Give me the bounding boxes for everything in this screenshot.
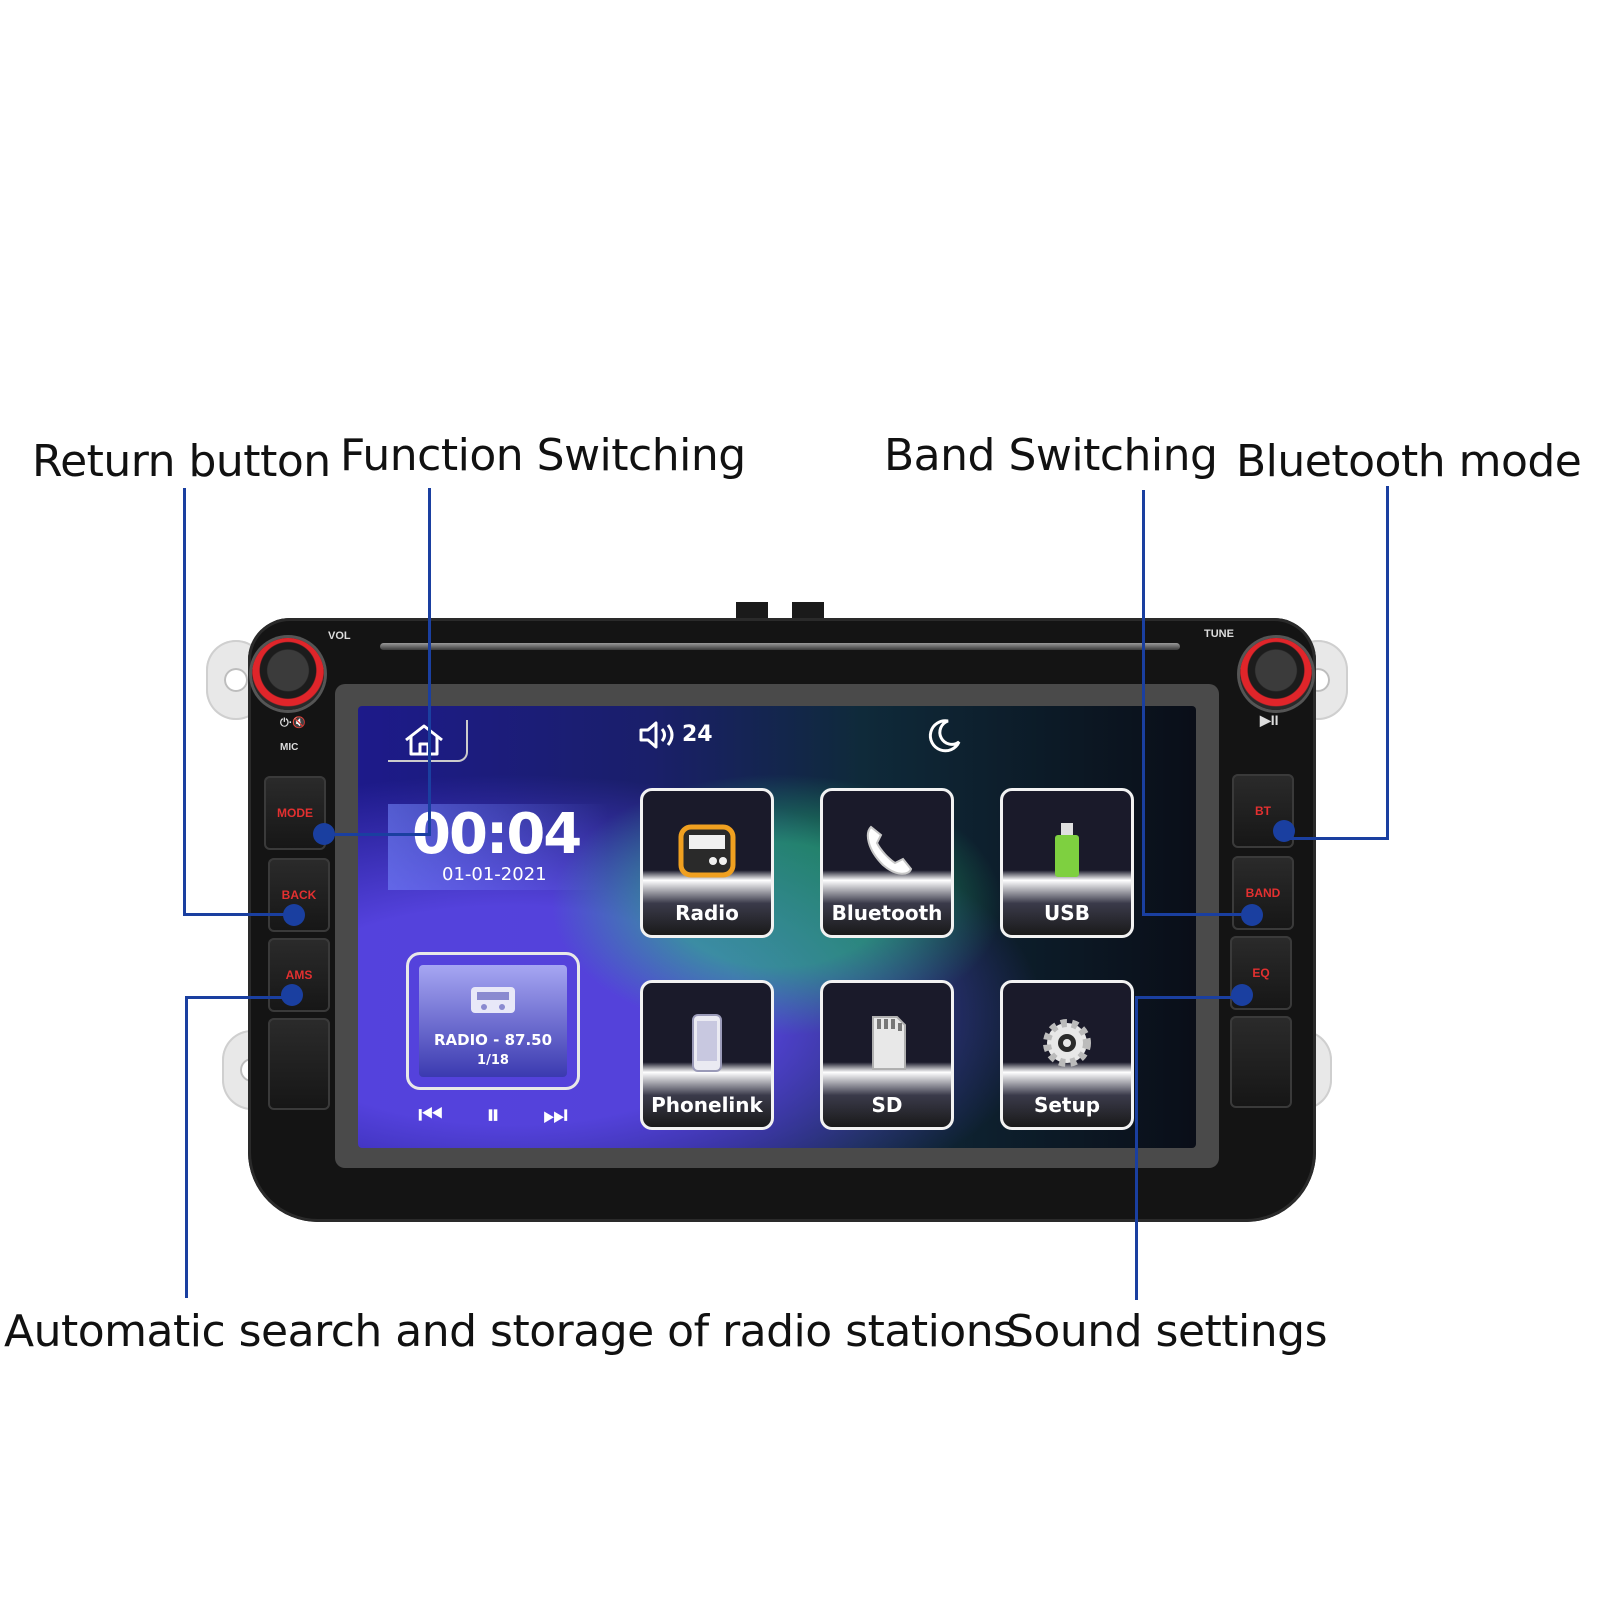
band-button-label: BAND xyxy=(1245,886,1281,900)
radio-station: RADIO - 87.50 xyxy=(433,1031,553,1049)
usb-drive-icon xyxy=(1055,823,1079,877)
ams-button-label: AMS xyxy=(285,968,313,982)
eq-button-label: EQ xyxy=(1252,966,1270,980)
tile-usb-label: USB xyxy=(1044,901,1090,925)
tile-bluetooth-label: Bluetooth xyxy=(831,901,943,925)
power-mute-label: ⏻·🔇 xyxy=(280,717,307,729)
leader-dot-ams xyxy=(281,984,303,1006)
leader-dot-bt xyxy=(1273,820,1295,842)
tile-phonelink[interactable]: Phonelink xyxy=(640,980,774,1130)
speaker-icon xyxy=(639,721,674,749)
leader-dot-back xyxy=(283,904,305,926)
tile-setup-label: Setup xyxy=(1033,1093,1101,1117)
tile-phonelink-label: Phonelink xyxy=(651,1093,763,1117)
mount-clip xyxy=(736,602,768,618)
callout-bluetooth-mode: Bluetooth mode xyxy=(1236,436,1582,487)
moon-icon[interactable] xyxy=(924,716,964,756)
radio-widget[interactable]: RADIO - 87.50 1/18 xyxy=(406,952,580,1090)
leader-sound-settings xyxy=(1135,996,1138,1300)
tile-usb[interactable]: USB xyxy=(1000,788,1134,938)
playback-controls: ⏮ ⏸ ⏭ xyxy=(418,1098,568,1132)
mic-label: MIC xyxy=(280,742,299,753)
leader-return-button xyxy=(183,488,186,916)
leader-dot-eq xyxy=(1231,984,1253,1006)
gear-icon xyxy=(1043,1019,1091,1067)
leader-dot-mode xyxy=(313,823,335,845)
callout-band-switching: Band Switching xyxy=(884,430,1218,481)
back-button-label: BACK xyxy=(281,888,317,902)
leader-band-switching xyxy=(1142,913,1252,916)
tile-sd-label: SD xyxy=(871,1093,903,1117)
mount-clip xyxy=(792,602,824,618)
pause-icon[interactable]: ⏸ xyxy=(485,1098,500,1131)
left-blank-button[interactable] xyxy=(268,1018,330,1110)
smartphone-icon xyxy=(692,1014,722,1072)
home-icon xyxy=(405,724,443,756)
callout-return-button: Return button xyxy=(32,436,331,487)
play-pause-label: ▶II xyxy=(1260,712,1279,728)
leader-bluetooth-mode xyxy=(1386,486,1389,840)
tile-radio-label: Radio xyxy=(675,901,739,925)
tile-setup[interactable]: Setup xyxy=(1000,980,1134,1130)
mode-button-label: MODE xyxy=(277,806,313,820)
mode-button[interactable]: MODE xyxy=(264,776,326,850)
volume-knob[interactable] xyxy=(252,638,324,710)
leader-bluetooth-mode xyxy=(1284,837,1388,840)
clock-highlight xyxy=(388,804,608,890)
leader-auto-search xyxy=(185,996,188,1298)
leader-sound-settings xyxy=(1135,996,1243,999)
leader-function-switching xyxy=(322,833,430,836)
next-icon[interactable]: ⏭ xyxy=(542,1098,568,1131)
phone-handset-icon xyxy=(866,825,913,875)
touch-screen[interactable]: 24 00:04 01-01-2021 RADIO - 87.50 1/18 ⏮… xyxy=(358,706,1196,1148)
radio-preset-index: 1/18 xyxy=(477,1053,509,1068)
callout-sound-settings: Sound settings xyxy=(1006,1306,1328,1357)
leader-band-switching xyxy=(1142,490,1145,916)
clock-time: 00:04 xyxy=(412,802,582,867)
bt-button-label: BT xyxy=(1255,804,1271,818)
vol-label: VOL xyxy=(328,630,351,642)
callout-auto-search: Automatic search and storage of radio st… xyxy=(4,1306,1016,1357)
tile-sd[interactable]: SD xyxy=(820,980,954,1130)
radio-widget-art: RADIO - 87.50 1/18 xyxy=(419,965,567,1077)
leader-auto-search xyxy=(185,996,291,999)
volume-level: 24 xyxy=(682,722,713,747)
tile-bluetooth[interactable]: Bluetooth xyxy=(820,788,954,938)
leader-dot-band xyxy=(1241,904,1263,926)
leader-return-button xyxy=(183,913,293,916)
radio-icon xyxy=(471,987,515,1013)
right-blank-button[interactable] xyxy=(1230,1016,1292,1108)
radio-app-icon xyxy=(678,824,736,878)
callout-function-switching: Function Switching xyxy=(340,430,746,481)
tune-label: TUNE xyxy=(1204,628,1234,640)
tune-knob[interactable] xyxy=(1240,638,1312,710)
clock-date: 01-01-2021 xyxy=(442,864,547,885)
disc-slot xyxy=(380,643,1180,650)
tile-radio[interactable]: Radio xyxy=(640,788,774,938)
leader-function-switching xyxy=(428,488,431,836)
sd-card-icon xyxy=(872,1016,906,1070)
previous-icon[interactable]: ⏮ xyxy=(418,1098,444,1131)
volume-indicator[interactable]: 24 xyxy=(638,720,713,750)
